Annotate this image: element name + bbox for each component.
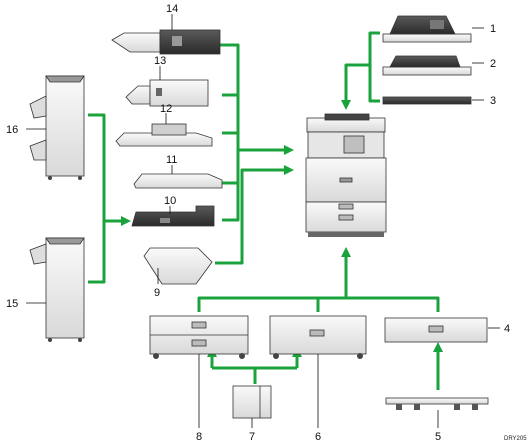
item-5-caster-table xyxy=(385,397,489,410)
callout-16: 16 xyxy=(6,124,18,136)
item-16-booklet-finisher xyxy=(29,75,85,180)
item-1-adf xyxy=(382,15,472,43)
callout-2: 2 xyxy=(490,58,496,70)
callout-12: 12 xyxy=(160,103,172,115)
callout-3: 3 xyxy=(490,95,496,107)
item-10-side-tray xyxy=(131,205,215,227)
callout-5: 5 xyxy=(435,431,441,443)
item-8-paper-feed-unit xyxy=(149,315,249,359)
connection-arrows xyxy=(88,31,443,390)
item-6-large-capacity-tray xyxy=(269,315,367,359)
callout-1: 1 xyxy=(490,23,496,35)
callout-6: 6 xyxy=(315,431,321,443)
callout-numbers: 1 2 3 4 5 6 7 8 9 10 11 12 13 14 15 16 xyxy=(6,3,510,443)
callout-7: 7 xyxy=(249,431,255,443)
callout-15: 15 xyxy=(6,298,18,310)
item-11-shift-tray xyxy=(133,173,223,189)
main-machine xyxy=(305,113,387,237)
item-13-internal-finisher xyxy=(125,79,209,107)
callout-4: 4 xyxy=(504,323,510,335)
item-4-paper-feed-unit xyxy=(384,317,488,343)
callout-11: 11 xyxy=(166,154,177,166)
callout-8: 8 xyxy=(196,431,202,443)
item-9-output-tray xyxy=(143,247,213,285)
callout-14: 14 xyxy=(166,3,178,15)
item-7-cabinet xyxy=(232,385,272,419)
callout-13: 13 xyxy=(154,55,166,67)
item-3-platen-cover xyxy=(382,96,472,105)
item-15-finisher xyxy=(29,237,85,342)
callout-9: 9 xyxy=(154,287,160,299)
figure-code: DRY205 xyxy=(504,436,527,442)
callout-leaders xyxy=(26,14,500,428)
callout-10: 10 xyxy=(164,195,176,207)
item-2-adf xyxy=(382,55,472,76)
item-12-internal-tray xyxy=(115,123,213,147)
item-14-bridge-unit xyxy=(111,29,221,55)
